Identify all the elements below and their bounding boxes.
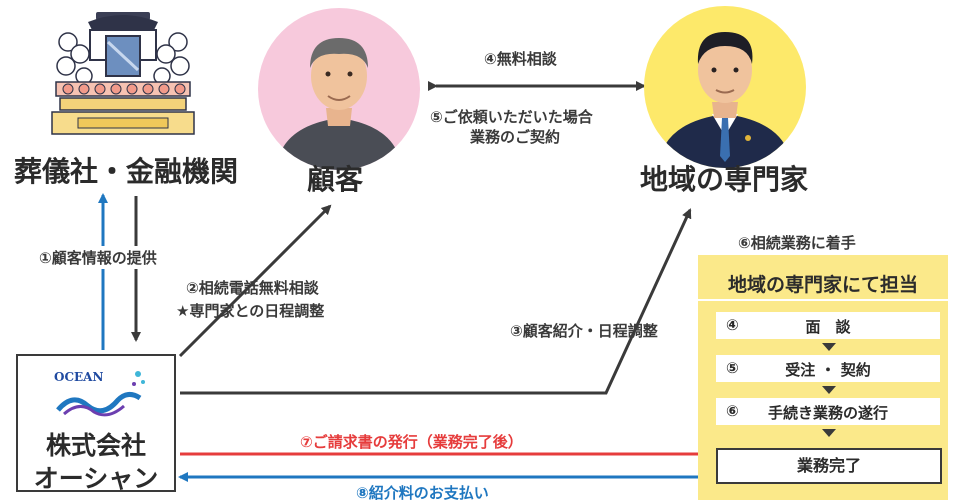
step-number: ⑥ <box>726 402 739 420</box>
company-name-line1: 株式会社 <box>45 431 146 460</box>
process-complete-box: 業務完了 <box>716 448 942 484</box>
flow-5-label-line1: ⑤ご依頼いただいた場合 <box>430 108 593 126</box>
flow-2-label-line1: ②相続電話無料相談 <box>186 279 319 297</box>
step-number: ④ <box>726 316 739 334</box>
customer-avatar <box>258 8 420 170</box>
ocean-company-box: OCEAN 株式会社 オーシャン <box>16 354 176 493</box>
process-step-contract: ⑤ 受注 ・ 契約 <box>716 355 940 382</box>
ocean-logo-text: OCEAN <box>54 370 104 384</box>
panel-title-underline <box>698 299 948 301</box>
flow-1-label: ①顧客情報の提供 <box>36 246 160 269</box>
expert-label: 地域の専門家 <box>640 163 809 196</box>
funeral-altar-icon <box>51 12 195 135</box>
step-text: 面 談 <box>805 318 851 336</box>
flow-7-label: ⑦ご請求書の発行（業務完了後） <box>300 433 523 451</box>
expert-avatar <box>644 6 806 168</box>
flow-8-label: ⑧紹介料のお支払い <box>356 484 489 502</box>
flow-6-label: ⑥相続業務に着手 <box>738 234 856 252</box>
expert-process-panel: 地域の専門家にて担当 ④ 面 談 ⑤ 受注 ・ 契約 ⑥ 手続き業務の遂行 業務… <box>698 255 948 500</box>
customer-label: 顧客 <box>307 163 364 196</box>
company-name-line2: オーシャン <box>33 464 159 493</box>
arrow-to-customer <box>178 204 332 358</box>
step-down-arrow-icon <box>822 343 836 351</box>
step-number: ⑤ <box>726 359 739 377</box>
step-down-arrow-icon <box>822 429 836 437</box>
flow-4-label: ④無料相談 <box>484 50 557 68</box>
process-step-execution: ⑥ 手続き業務の遂行 <box>716 398 940 425</box>
panel-title: 地域の専門家にて担当 <box>727 274 918 296</box>
step-down-arrow-icon <box>822 386 836 394</box>
arrow-to-expert <box>180 208 692 395</box>
flow-5-label-line2: 業務のご契約 <box>470 128 561 146</box>
step-text: 手続き業務の遂行 <box>767 404 888 422</box>
step-text: 受注 ・ 契約 <box>785 361 871 379</box>
funeral-label: 葬儀社・金融機関 <box>14 155 239 188</box>
customer-icon <box>276 38 402 170</box>
expert-icon <box>658 32 792 168</box>
process-step-interview: ④ 面 談 <box>716 312 940 339</box>
flow-3-label: ③顧客紹介・日程調整 <box>510 322 658 340</box>
flow-2-label-line2: ★専門家との日程調整 <box>176 302 325 320</box>
ocean-logo-icon <box>56 371 145 417</box>
